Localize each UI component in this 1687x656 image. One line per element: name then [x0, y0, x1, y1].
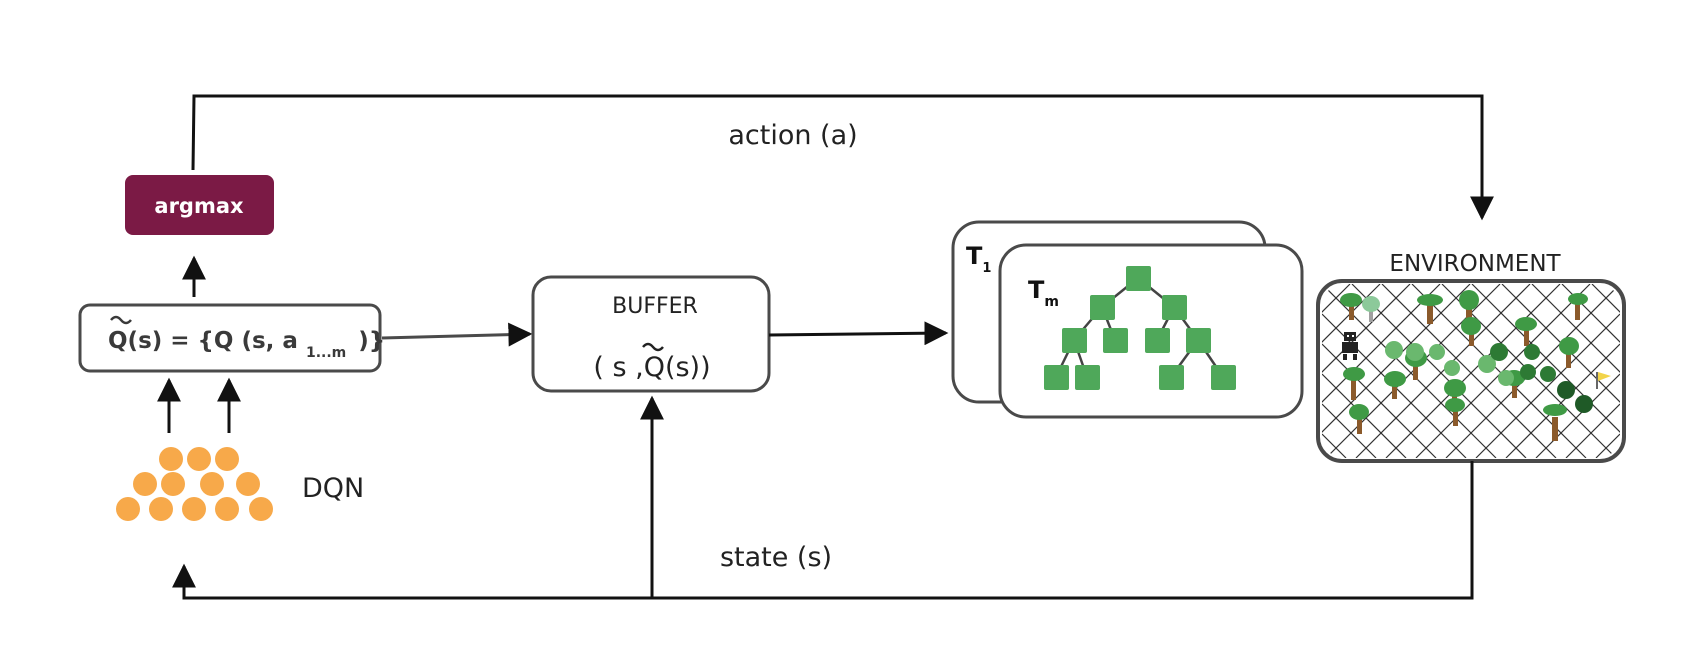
state-label: state (s) — [720, 542, 832, 573]
dqn-node — [133, 472, 157, 496]
tree-icon — [1349, 404, 1369, 434]
dqn-node — [149, 497, 173, 521]
tree-node — [1159, 365, 1184, 390]
tree-node — [1211, 365, 1236, 390]
q-formula-close: )} — [358, 328, 385, 354]
dqn-node — [215, 447, 239, 471]
tree-icon — [1461, 317, 1481, 346]
tree-node — [1126, 266, 1151, 291]
dqn-node — [215, 497, 239, 521]
buffer-tilde-mark — [642, 342, 664, 352]
dqn-node — [187, 447, 211, 471]
flag-icon — [1596, 372, 1611, 389]
t1-label: T1 — [966, 242, 991, 276]
q-formula-main: Q(s) = {Q (s, a — [108, 328, 298, 354]
argmax-label: argmax — [154, 194, 244, 218]
q-to-buffer-arrow — [381, 322, 533, 347]
tree-node — [1103, 328, 1128, 353]
dqn-node — [159, 447, 183, 471]
tree-node — [1145, 328, 1170, 353]
argmax-box — [125, 175, 274, 235]
dqn-node — [161, 472, 185, 496]
q-values-box — [78, 303, 382, 373]
tree-node — [1186, 328, 1211, 353]
tree-icon — [1362, 296, 1380, 322]
dqn-node — [182, 497, 206, 521]
tree-node — [1162, 295, 1187, 320]
tree-node — [1044, 365, 1069, 390]
state-connector — [172, 461, 1474, 600]
environment-trees — [1340, 290, 1611, 441]
buffer-content: ( s ,Q(s)) — [593, 352, 710, 383]
tree-icon — [1340, 293, 1362, 320]
tm-label: Tm — [1028, 276, 1059, 310]
tree-icon — [1559, 337, 1579, 368]
action-label: action (a) — [728, 120, 857, 151]
buffer-to-trees-arrow — [768, 321, 949, 346]
tree-node — [1062, 328, 1087, 353]
tree-icon — [1515, 317, 1537, 346]
buffer-title: BUFFER — [612, 294, 698, 319]
tree-node — [1075, 365, 1100, 390]
tree-icon — [1543, 404, 1567, 441]
tree-icon — [1417, 294, 1443, 324]
tree-icon — [1445, 398, 1465, 426]
robot-icon — [1342, 332, 1358, 360]
action-connector — [191, 94, 1494, 221]
dqn-label: DQN — [302, 473, 364, 504]
dqn-node — [116, 497, 140, 521]
environment-label: ENVIRONMENT — [1389, 251, 1561, 277]
dqn-network — [116, 447, 273, 521]
tree-icon — [1384, 371, 1406, 399]
q-formula-subscript: 1...m — [306, 345, 346, 361]
tree-icon — [1343, 367, 1365, 400]
svg-text:Q(s) = {Q (s, a 1...m: Q(s) = {Q (s, a 1...m )} — [108, 328, 385, 363]
q-values-formula: Q(s) = {Q (s, a 1...m )} — [108, 315, 385, 363]
tree-icon — [1459, 290, 1479, 326]
dqn-node — [249, 497, 273, 521]
dqn-node — [236, 472, 260, 496]
tree-node — [1090, 295, 1115, 320]
tree-icon — [1568, 293, 1588, 320]
tilde-mark — [110, 315, 132, 325]
decision-tree — [1044, 266, 1236, 390]
dqn-node — [200, 472, 224, 496]
